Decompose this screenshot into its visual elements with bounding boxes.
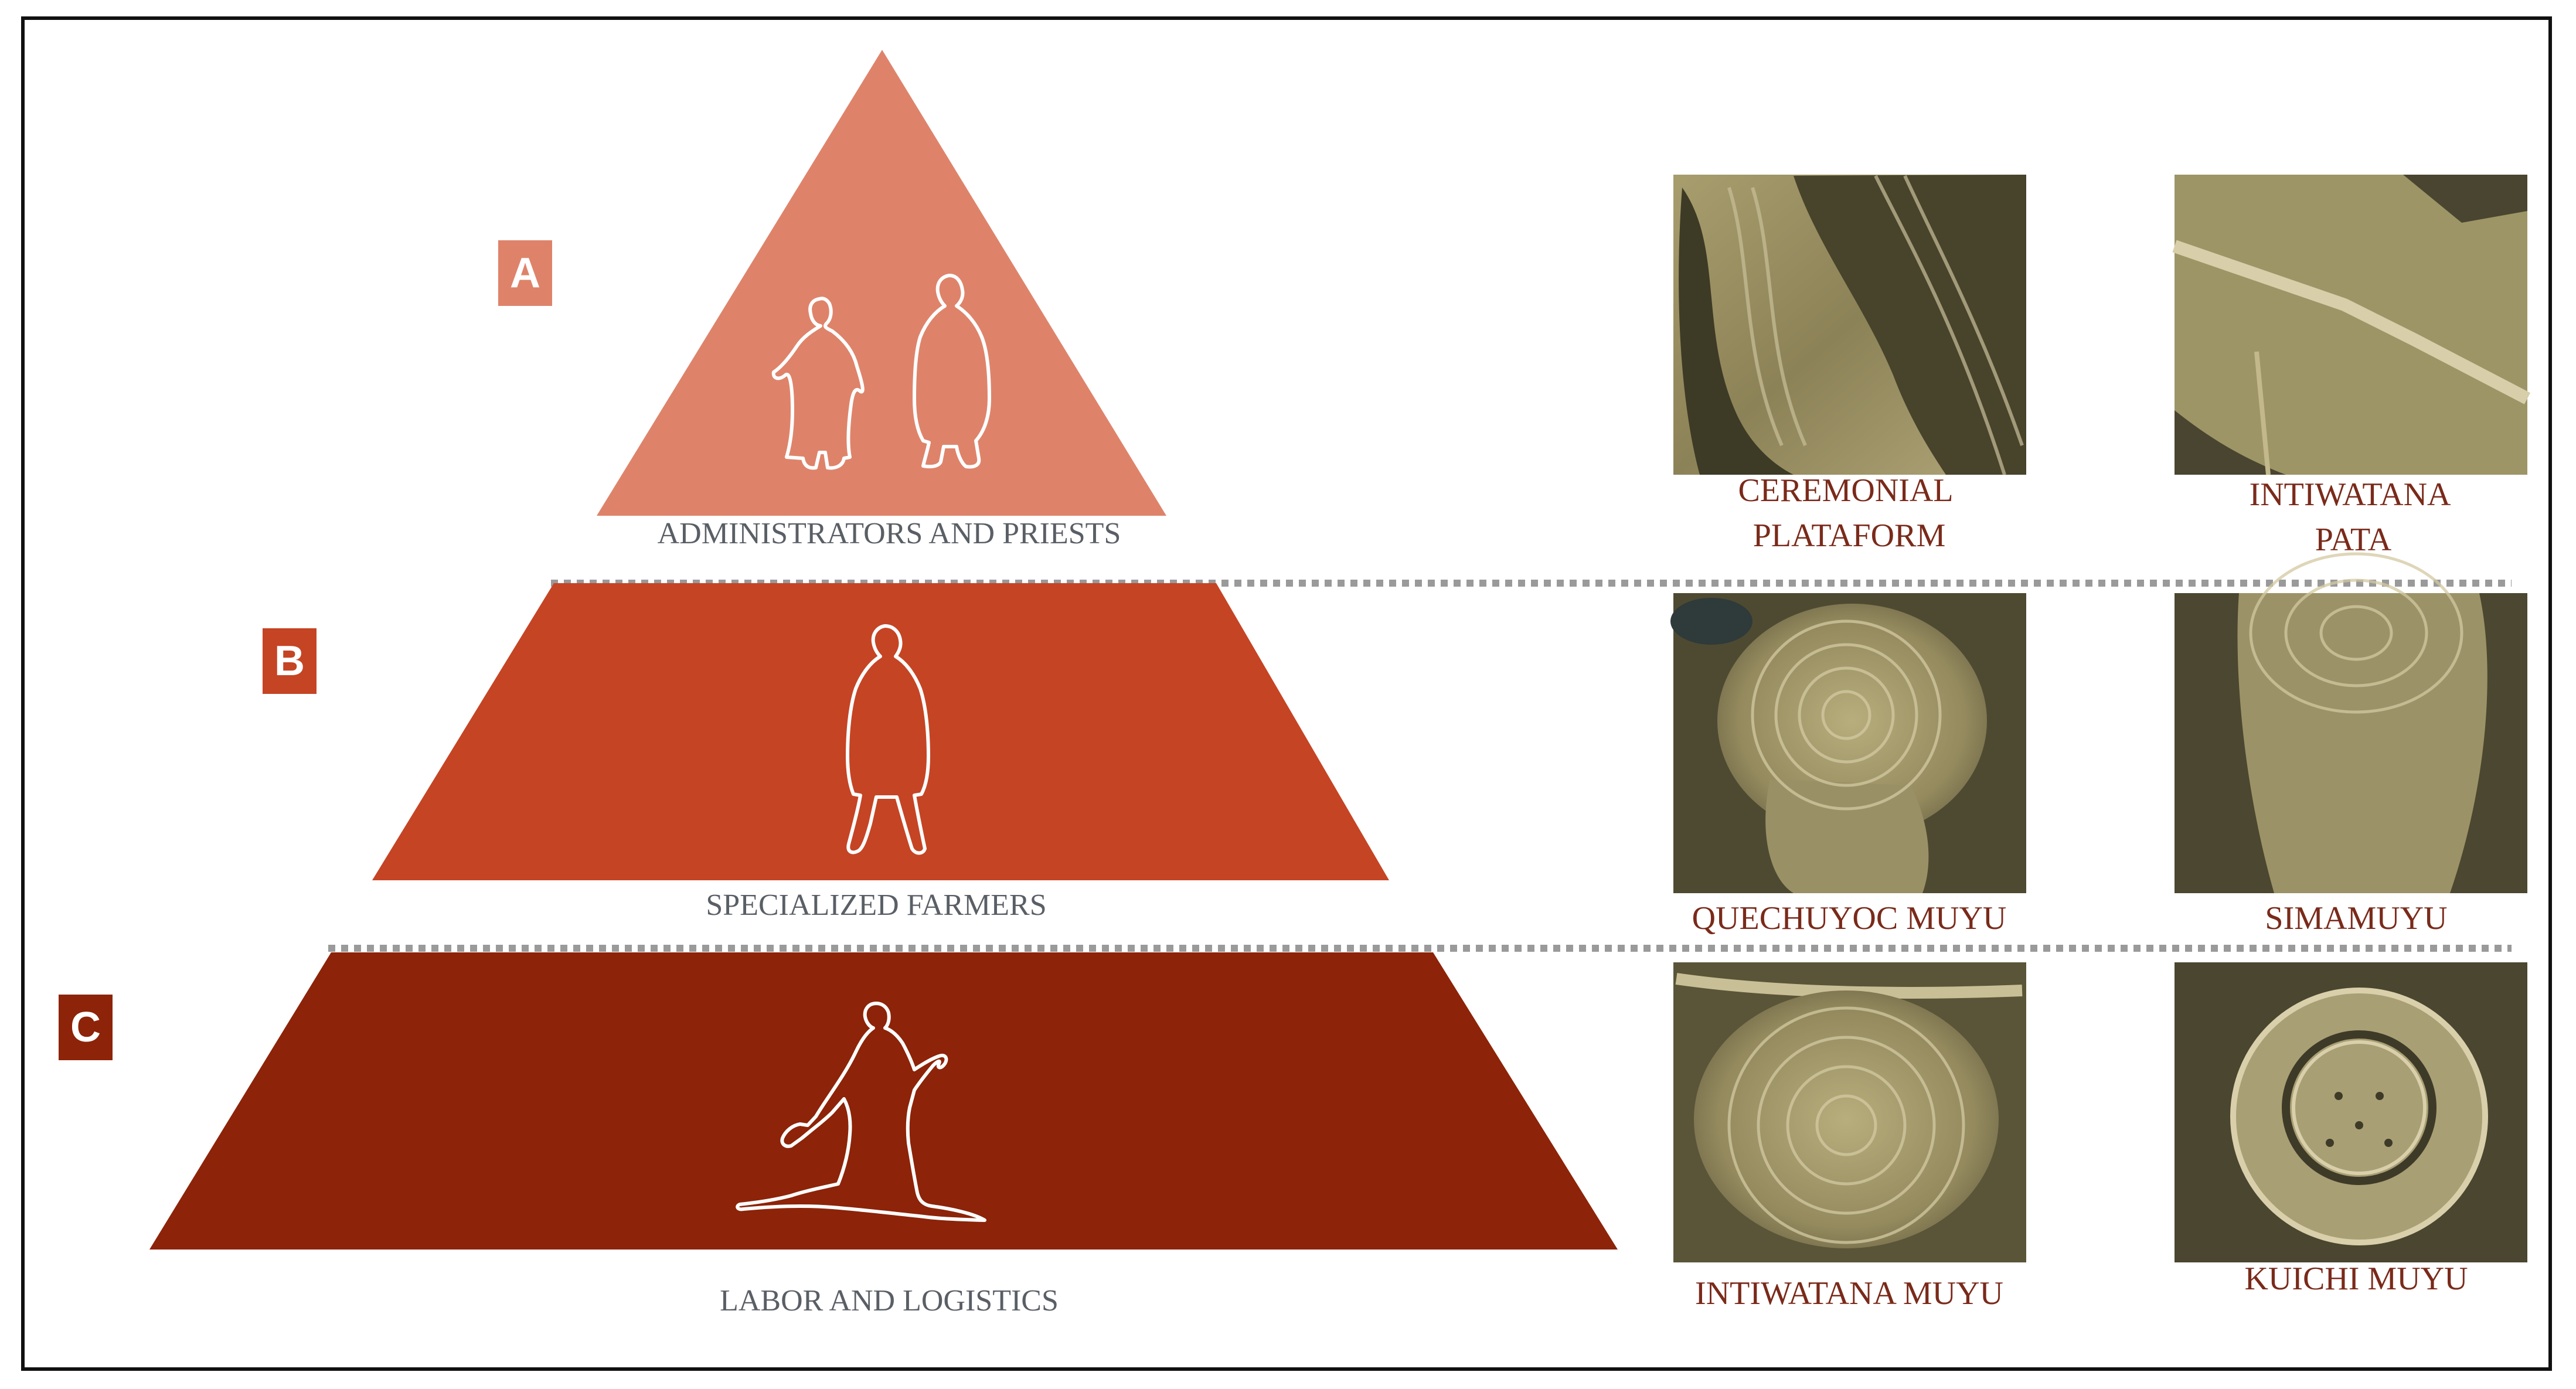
svg-text:A: A bbox=[510, 250, 540, 297]
worker-with-hoe-icon bbox=[736, 1002, 986, 1222]
tier-b-label: SPECIALIZED FARMERS bbox=[706, 888, 1046, 922]
site-photo-intiwatana-muyu bbox=[1673, 962, 2026, 1262]
tier-c-label: LABOR AND LOGISTICS bbox=[720, 1284, 1059, 1317]
pyramid-tier-b bbox=[372, 583, 1389, 880]
site-photo-ceremonial-plataform bbox=[1673, 175, 2026, 475]
single-standing-figure-icon bbox=[846, 624, 930, 855]
tier-a-badge: A bbox=[498, 240, 552, 306]
site-photo-kuichi-muyu bbox=[2175, 962, 2527, 1262]
site-label-kuichi-muyu: KUICHI MUYU bbox=[2244, 1261, 2468, 1297]
svg-text:B: B bbox=[274, 638, 305, 685]
site-label-quechuyoc-muyu: QUECHUYOC MUYU bbox=[1692, 900, 2007, 937]
site-label-intiwatana-muyu: INTIWATANA MUYU bbox=[1695, 1275, 2003, 1312]
two-standing-figures-icon bbox=[771, 274, 991, 470]
tier-c-badge: C bbox=[59, 995, 113, 1060]
site-photo-simamuyu bbox=[2175, 552, 2527, 893]
site-label-intiwatana-pata: INTIWATANA PATA bbox=[2250, 476, 2458, 558]
figure-frame bbox=[21, 16, 2552, 1371]
site-photo-quechuyoc-muyu bbox=[1670, 593, 2026, 893]
site-label-simamuyu: SIMAMUYU bbox=[2265, 900, 2447, 937]
tier-b-badge: B bbox=[263, 628, 317, 694]
tier-a-label: ADMINISTRATORS AND PRIESTS bbox=[658, 517, 1121, 550]
pyramid-tier-a bbox=[597, 50, 1166, 516]
svg-text:C: C bbox=[70, 1004, 101, 1051]
site-label-ceremonial-plataform: CEREMONIAL PLATAFORM bbox=[1738, 472, 1960, 554]
pyramid-tier-c bbox=[149, 952, 1618, 1250]
site-photo-intiwatana-pata bbox=[2172, 175, 2531, 475]
